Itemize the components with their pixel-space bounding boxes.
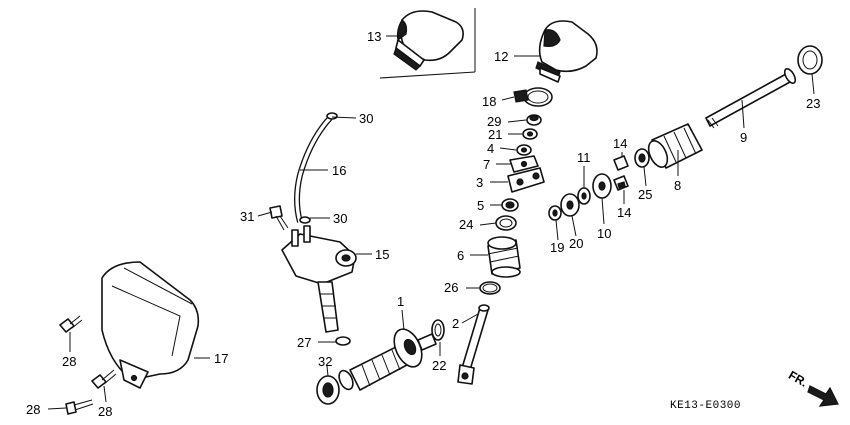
callout-14-upper: 14 xyxy=(613,136,627,151)
callout-20: 20 xyxy=(569,236,583,251)
part-24-oring xyxy=(495,215,517,231)
callout-19: 19 xyxy=(550,240,564,255)
part-19-nut xyxy=(548,205,562,221)
callout-13: 13 xyxy=(367,29,381,44)
part-31-bolt xyxy=(269,205,289,231)
callout-18: 18 xyxy=(482,94,496,109)
part-17-cover xyxy=(101,261,200,389)
part-27-oring xyxy=(335,336,351,346)
part-16-hose xyxy=(294,115,333,223)
part-3-plate xyxy=(507,167,545,193)
part-14-clip-lower xyxy=(613,175,629,191)
callout-3: 3 xyxy=(476,175,483,190)
callout-11: 11 xyxy=(577,150,591,165)
part-29-seal xyxy=(526,114,542,126)
callout-15: 15 xyxy=(375,247,389,262)
part-4-washer xyxy=(516,144,532,156)
callout-4: 4 xyxy=(487,141,494,156)
part-28-bolt-lower xyxy=(65,399,94,415)
callout-5: 5 xyxy=(477,198,484,213)
part-8-bellows xyxy=(647,123,703,169)
part-30-clip-upper xyxy=(326,112,338,120)
callout-28-lower: 28 xyxy=(26,402,40,417)
part-15-housing xyxy=(281,225,357,333)
callout-14-lower: 14 xyxy=(617,205,631,220)
part-6-housing xyxy=(487,236,521,278)
part-26-oring xyxy=(479,281,501,295)
callout-28-middle: 28 xyxy=(98,404,112,419)
part-23-washer xyxy=(797,45,823,75)
part-1-worm-gear xyxy=(338,328,437,391)
callout-30-upper: 30 xyxy=(359,111,373,126)
callout-28-upper: 28 xyxy=(62,354,76,369)
callout-2: 2 xyxy=(452,316,459,331)
leader-lines xyxy=(47,35,815,410)
part-11-washer xyxy=(577,187,591,205)
callout-7: 7 xyxy=(483,157,490,172)
part-22-washer xyxy=(431,319,445,341)
part-28-bolt-upper xyxy=(59,315,83,333)
callout-8: 8 xyxy=(674,178,681,193)
part-12-boot xyxy=(535,20,598,83)
diagram-code: KE13-E0300 xyxy=(670,400,741,412)
callout-6: 6 xyxy=(457,248,464,263)
callout-30-lower: 30 xyxy=(333,211,347,226)
callout-1: 1 xyxy=(397,294,404,309)
part-2-shaft xyxy=(457,304,490,385)
part-20-washer xyxy=(560,193,580,217)
callout-10: 10 xyxy=(597,226,611,241)
callout-17: 17 xyxy=(214,351,228,366)
callout-26: 26 xyxy=(444,280,458,295)
part-7-plate xyxy=(509,155,539,173)
part-32-bearing xyxy=(316,375,340,405)
callout-25: 25 xyxy=(638,187,652,202)
part-21-washer xyxy=(522,128,538,140)
part-14-clip-upper xyxy=(613,155,629,171)
part-10-disc xyxy=(592,173,612,199)
callout-9: 9 xyxy=(740,130,747,145)
callout-labels: 1 2 3 4 5 6 7 8 9 10 11 12 13 14 14 15 1… xyxy=(26,29,820,419)
front-direction-arrow xyxy=(807,385,839,407)
callout-24: 24 xyxy=(459,217,473,232)
part-25-nut xyxy=(634,148,650,168)
part-18-clamp xyxy=(513,87,553,107)
part-5-spring xyxy=(501,198,519,212)
part-9-shaft xyxy=(705,67,797,129)
callout-23: 23 xyxy=(806,96,820,111)
callout-21: 21 xyxy=(488,127,502,142)
part-13-boot xyxy=(379,8,476,79)
callout-22: 22 xyxy=(432,358,446,373)
callout-12: 12 xyxy=(494,49,508,64)
part-30-clip-lower xyxy=(299,216,311,224)
part-28-bolt-middle xyxy=(91,369,117,389)
callout-31: 31 xyxy=(240,209,254,224)
callout-32: 32 xyxy=(318,354,332,369)
callout-16: 16 xyxy=(332,163,346,178)
front-direction-label: FR. xyxy=(786,368,810,390)
callout-29: 29 xyxy=(487,114,501,129)
callout-27: 27 xyxy=(297,335,311,350)
